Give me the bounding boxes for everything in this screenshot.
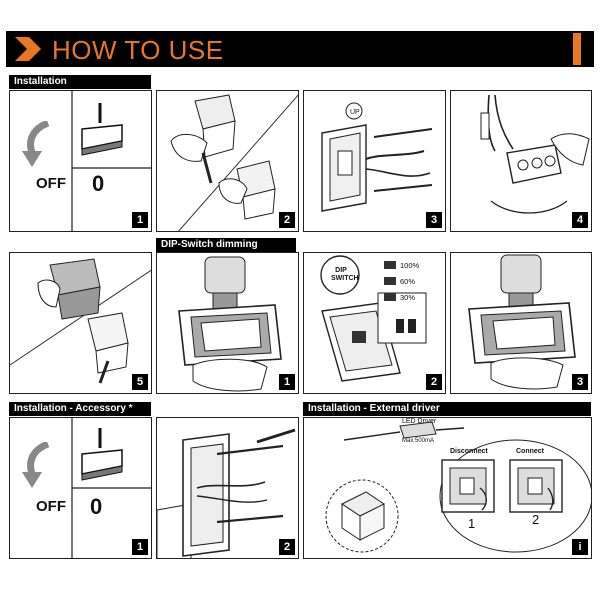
zero-label: 0 (92, 171, 105, 196)
external-driver-panel: LED Driver Max 500mA Disconnect Connect … (303, 417, 592, 559)
install-step-4-panel: 4 (450, 90, 592, 232)
accessory-step-1-panel: OFF 0 1 (9, 417, 152, 559)
cable-icon (365, 150, 425, 160)
header-accent-bar (573, 33, 581, 65)
power-switch-icon (71, 418, 151, 558)
zero-label: 0 (90, 494, 103, 519)
dip-close-icon (468, 254, 576, 390)
step-badge: 2 (279, 539, 295, 555)
step-badge: 3 (572, 374, 588, 390)
power-switch-icon (71, 91, 151, 231)
screw-icon (216, 444, 284, 456)
dip-level-100: 100% (400, 261, 420, 270)
lamp-icon (170, 94, 298, 231)
step-badge: 3 (426, 212, 442, 228)
install-step-1-panel: OFF 0 1 (9, 90, 152, 232)
disconnect-label: Disconnect (450, 448, 488, 455)
screw-icon (373, 128, 433, 138)
step-badge-info: i (572, 539, 588, 555)
install-step-5-panel: 5 (9, 252, 152, 394)
install-step-3-panel: UP 3 (303, 90, 446, 232)
arrow-down-icon (22, 121, 50, 167)
terminal-block-icon (480, 94, 590, 214)
dip-badge-label: DIP SWITCH (331, 267, 359, 282)
section-external-driver: Installation - External driver (303, 402, 591, 416)
hand-icon (490, 357, 564, 390)
dip-step-1-panel: 1 (156, 252, 299, 394)
off-label: OFF (36, 175, 66, 192)
install-step-2-panel: 2 (156, 90, 299, 232)
dip-step-2-panel: DIP SWITCH 100% 60% 30% 2 (303, 252, 446, 394)
step-badge: 4 (572, 212, 588, 228)
step-badge: 1 (132, 212, 148, 228)
lamp-icon (10, 258, 151, 384)
dip-level-60: 60% (400, 277, 416, 286)
accessory-step-2-panel: 2 (156, 417, 299, 559)
screwdriver-icon (98, 360, 110, 384)
section-dip-switch: DIP-Switch dimming (156, 238, 296, 252)
svg-text:UP: UP (350, 109, 360, 116)
driver-label: LED Driver (402, 418, 437, 425)
hand-icon (192, 358, 268, 392)
step-badge: 1 (279, 374, 295, 390)
page-title: HOW TO USE (52, 35, 224, 65)
dip-level-30: 30% (400, 293, 416, 302)
substep-2-label: 2 (532, 512, 540, 527)
step-badge: 2 (426, 374, 442, 390)
mounting-plate-icon (157, 428, 296, 558)
driver-spec-label: Max 500mA (402, 438, 435, 444)
connect-label: Connect (516, 448, 544, 455)
dip-step-3-panel: 3 (450, 252, 592, 394)
dip-switch-icon (320, 255, 427, 382)
substep-1-label: 1 (468, 516, 476, 531)
chevron-right-icon (15, 37, 41, 61)
off-label: OFF (36, 498, 66, 515)
section-installation: Installation (9, 75, 151, 89)
step-badge: 2 (279, 212, 295, 228)
screwdriver-icon (201, 152, 213, 184)
arrow-down-icon (22, 442, 50, 488)
junction-box-icon: UP (321, 102, 433, 212)
dip-install-icon (178, 256, 282, 392)
led-driver-icon (325, 421, 591, 553)
step-badge: 1 (132, 539, 148, 555)
section-accessory: Installation - Accessory * (9, 402, 151, 416)
header-banner (6, 31, 594, 67)
cable-icon (196, 481, 266, 489)
step-badge: 5 (132, 374, 148, 390)
screwdriver-icon (256, 428, 296, 444)
